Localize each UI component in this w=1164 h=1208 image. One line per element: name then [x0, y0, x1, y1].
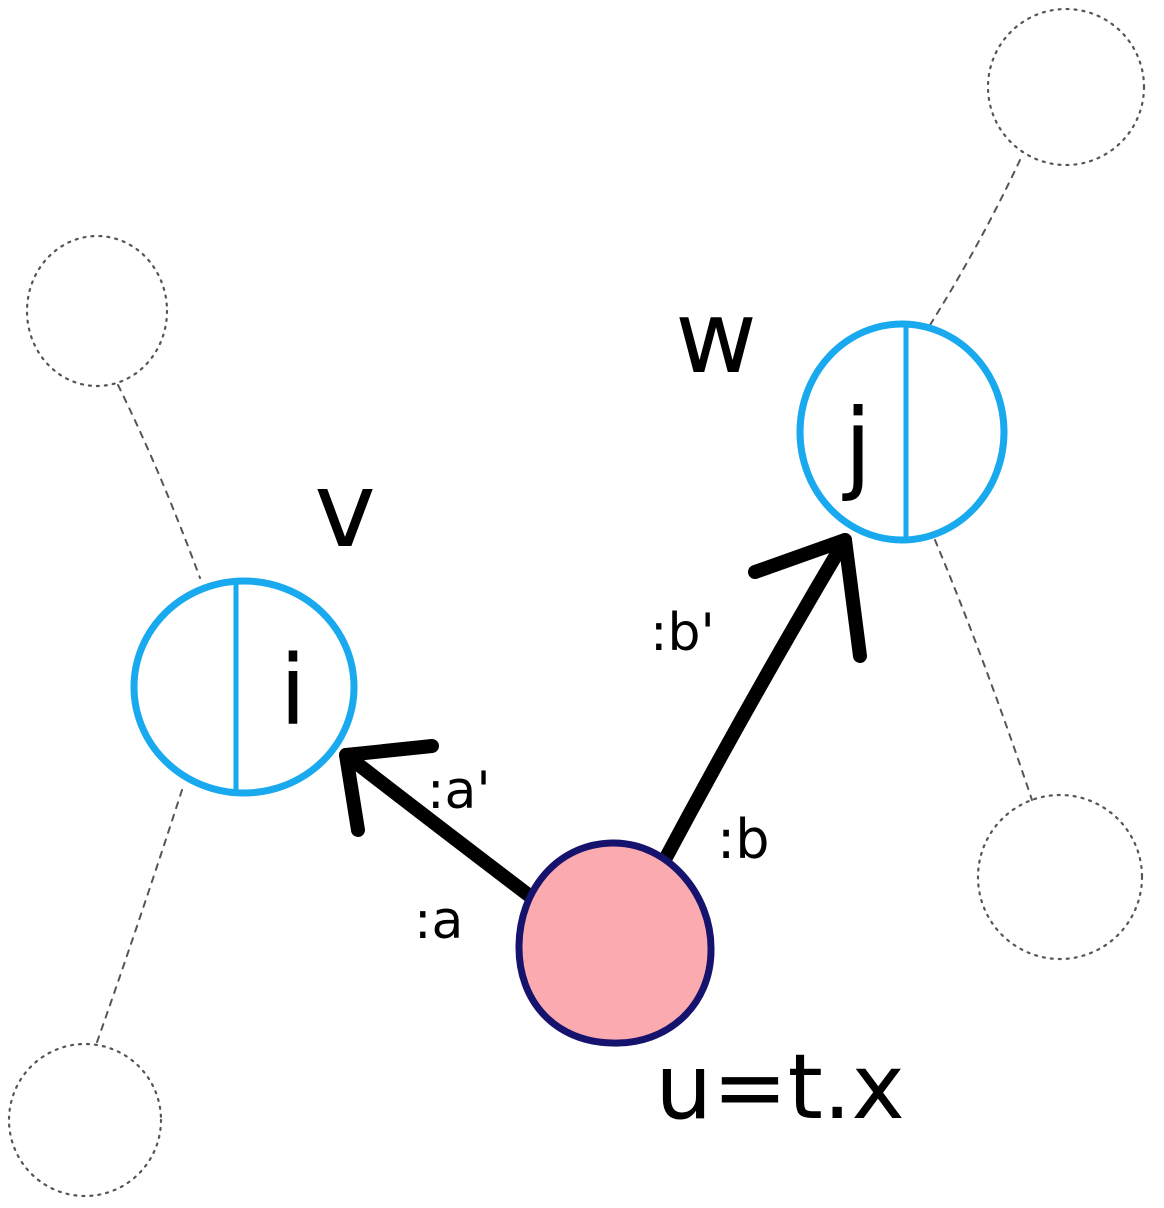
node-w-circle [796, 320, 1008, 544]
ghost-link-top-right [929, 159, 1021, 326]
ghost-node-bottom-left [7, 1042, 163, 1198]
ghost-neighbors-left [7, 234, 201, 1198]
node-v-circle [130, 577, 358, 797]
ghost-link-bottom-left [95, 789, 183, 1046]
node-v-name: v [314, 449, 376, 571]
edge-u-to-v-target-port: :a' [427, 761, 491, 821]
node-w-index: j [842, 387, 872, 504]
ghost-node-bottom-right [976, 793, 1144, 961]
edge-u-to-w-target-port: :b' [650, 603, 715, 663]
edge-u-to-w-line [655, 533, 852, 872]
ghost-neighbors-right [929, 7, 1146, 961]
ghost-node-top-right [986, 7, 1146, 167]
ghost-link-bottom-right [934, 539, 1033, 801]
ghost-node-top-left [25, 234, 169, 388]
edge-u-to-w: :b' :b [650, 533, 867, 872]
edge-u-to-w-arrowhead [748, 533, 867, 663]
node-v-index: i [280, 635, 307, 747]
edge-u-to-v-line [339, 748, 542, 907]
node-u-circle [515, 839, 715, 1047]
edge-u-to-w-source-port: :b [717, 808, 769, 871]
edge-u-to-v-source-port: :a [414, 891, 463, 951]
node-u-label: u=t.x [655, 1035, 905, 1140]
ghost-link-top-left [117, 384, 201, 579]
node-u: u=t.x [515, 839, 905, 1140]
node-w-name: w [675, 279, 757, 396]
edge-u-to-v: :a' :a [339, 739, 542, 951]
node-v: i v [130, 449, 376, 797]
node-w: j w [675, 279, 1008, 544]
edge-u-to-v-arrowhead [339, 739, 439, 837]
